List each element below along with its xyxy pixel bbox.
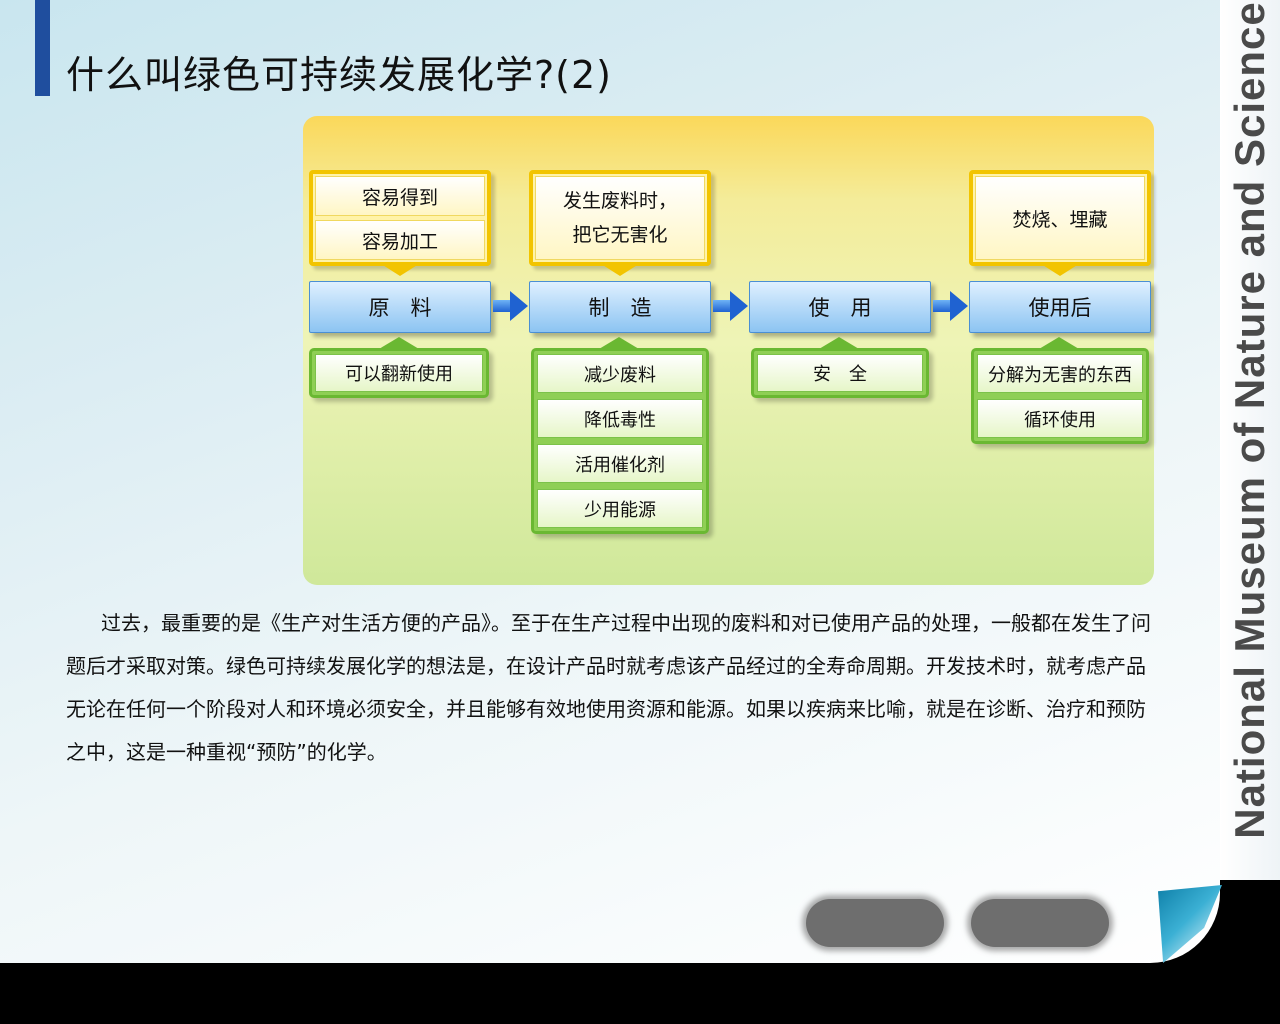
flow-arrow-right-icon <box>493 291 528 321</box>
manufacturing-bottom-note: 减少废料 降低毒性 活用催化剂 少用能源 <box>531 348 709 534</box>
side-banner: National Museum of Nature and Science <box>1220 0 1280 880</box>
raw-material-bottom-note: 可以翻新使用 <box>309 348 489 398</box>
note-line: 发生废料时， <box>562 190 677 212</box>
stage-raw-material: 原 料 <box>309 281 491 333</box>
note-cell: 减少废料 <box>537 354 703 393</box>
callout-tail <box>378 262 422 276</box>
manufacturing-top-note: 发生废料时， 把它无害化 <box>529 170 711 266</box>
note-cell: 降低毒性 <box>537 399 703 438</box>
after-use-top-note: 焚烧、埋藏 <box>969 170 1151 266</box>
title-accent-bar <box>35 0 50 96</box>
callout-tail <box>1038 262 1082 276</box>
slide-panel: 什么叫绿色可持续发展化学?(2) 容易得到 容易加工 原 料 可以翻新使用 发生… <box>0 0 1220 963</box>
note-cell: 容易加工 <box>315 220 485 260</box>
prev-button[interactable] <box>806 899 944 947</box>
callout-tail <box>1039 337 1079 349</box>
note-cell: 活用催化剂 <box>537 444 703 483</box>
callout-tail <box>819 337 859 349</box>
flow-arrow-right-icon <box>713 291 748 321</box>
note-cell: 分解为无害的东西 <box>977 354 1143 393</box>
callout-tail <box>379 337 419 349</box>
stage-after-use: 使用后 <box>969 281 1151 333</box>
note-cell: 安 全 <box>757 354 923 392</box>
use-bottom-note: 安 全 <box>751 348 929 398</box>
note-cell: 少用能源 <box>537 489 703 528</box>
note-line: 把它无害化 <box>572 224 668 246</box>
note-cell: 容易得到 <box>315 176 485 216</box>
museum-name: National Museum of Nature and Science <box>1226 1 1273 839</box>
flow-arrow-right-icon <box>933 291 968 321</box>
after-use-bottom-note: 分解为无害的东西 循环使用 <box>971 348 1149 444</box>
stage-use: 使 用 <box>749 281 931 333</box>
note-cell: 循环使用 <box>977 399 1143 438</box>
note-cell: 发生废料时， 把它无害化 <box>535 176 705 260</box>
next-button[interactable] <box>971 899 1109 947</box>
page-title: 什么叫绿色可持续发展化学?(2) <box>66 53 612 97</box>
raw-material-top-note: 容易得到 容易加工 <box>309 170 491 266</box>
callout-tail <box>599 337 639 349</box>
stage-manufacturing: 制 造 <box>529 281 711 333</box>
description-paragraph: 过去，最重要的是《生产对生活方便的产品》。至于在生产过程中出现的废料和对已使用产… <box>66 611 1151 764</box>
note-cell: 焚烧、埋藏 <box>975 176 1145 260</box>
note-cell: 可以翻新使用 <box>315 354 483 392</box>
callout-tail <box>598 262 642 276</box>
